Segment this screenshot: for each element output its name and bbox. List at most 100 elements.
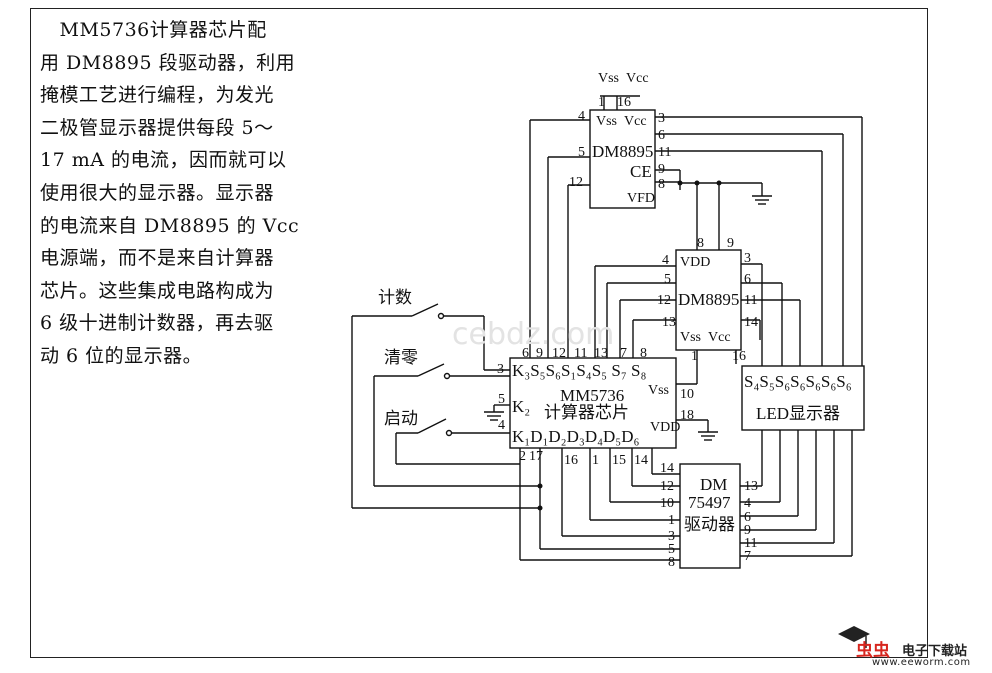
switch-count-label: 计数: [378, 288, 412, 307]
description-line: 动 6 位的显示器。: [40, 344, 203, 367]
pin-label: 5: [578, 145, 585, 160]
description-line: 6 级十进制计数器，再去驱: [40, 312, 274, 335]
vcc-label: Vcc: [624, 114, 647, 129]
watermark-brand: 虫虫: [856, 641, 890, 661]
dm8895-top-name: DM8895: [592, 142, 653, 161]
dm75497-subtitle: 驱动器: [684, 515, 735, 534]
pin-label: 13: [662, 315, 676, 330]
dm8895-mid-name: DM8895: [678, 290, 739, 309]
mm5736-chip: [509, 357, 677, 449]
junction-dots: [537, 180, 722, 511]
pin-label: 4: [662, 253, 669, 268]
mm5736-top-row: K₃S₅S₆S₁S₄S₅ S₇ S₈: [512, 361, 646, 380]
description-line: 二极管显示器提供每段 5～: [40, 116, 274, 139]
pin-label: 12: [569, 175, 583, 190]
mm5736-name: MM5736: [560, 386, 624, 405]
led-segments-label: S₄S₅S₆S₆S₆S₆S₆: [744, 372, 852, 391]
description-line: 芯片。这些集成电路构成为: [40, 279, 275, 302]
pin-label: 16: [617, 95, 631, 110]
pin-label: 10: [680, 387, 694, 402]
pin-label: 5: [498, 392, 505, 407]
description-line: 用 DM8895 段驱动器，利用: [40, 51, 296, 74]
pin-label: 15: [612, 453, 626, 468]
pin-label: 11: [658, 145, 671, 160]
vdd-label: VDD: [680, 255, 710, 270]
pin-label: 14: [660, 461, 674, 476]
pin-label: 12: [657, 293, 671, 308]
pin-label: 13: [594, 346, 608, 361]
pin-label: 5: [664, 272, 671, 287]
pin-label: 6: [658, 128, 665, 143]
watermark-url: www.eeworm.com: [872, 657, 971, 668]
dm8895-top-chip: [589, 109, 656, 209]
pin-label: 7: [620, 346, 627, 361]
description-line: 使用很大的显示器。显示器: [40, 181, 275, 204]
pin-label: 6: [744, 272, 751, 287]
pin-label: 11: [574, 346, 587, 361]
vss-label: Vss: [596, 114, 617, 129]
diagram-frame: [30, 8, 928, 658]
pin-label: 9: [744, 523, 751, 538]
vcc-label: Vcc: [708, 330, 731, 345]
pin-label: 4: [578, 109, 585, 124]
pin-label: 7: [744, 549, 751, 564]
pin-label: 6: [522, 346, 529, 361]
pin-label: 9: [658, 162, 665, 177]
pin-label: 12: [552, 346, 566, 361]
pin-label: 3: [668, 529, 675, 544]
led-display-name: LED显示器: [756, 404, 840, 423]
pin-label: 16: [564, 453, 578, 468]
pin-label: 1: [598, 95, 605, 110]
pin-label: 9: [727, 236, 734, 251]
switch-start-label: 启动: [384, 409, 418, 428]
description-line: MM5736计算器芯片配: [40, 19, 267, 41]
pin-label: 8: [640, 346, 647, 361]
vss-label: Vss: [680, 330, 701, 345]
pin-label: 6: [744, 510, 751, 525]
pin-label: 1: [592, 453, 599, 468]
pin-label: 9: [536, 346, 543, 361]
pin-label: 14: [744, 315, 758, 330]
description-line: 17 mA 的电流，因而就可以: [40, 149, 287, 172]
pin-label: 18: [680, 408, 694, 423]
description-line: 的电流来自 DM8895 的 Vcc: [40, 214, 300, 237]
dm75497-name: DM: [700, 475, 727, 494]
mm5736-subtitle: 计算器芯片: [544, 403, 629, 422]
pin-label: 17: [529, 449, 543, 464]
pin-label: 11: [744, 536, 757, 551]
dm75497-number: 75497: [688, 493, 731, 512]
mm5736-bottom-row: K₁D₁D₂D₃D₄D₅D₆: [512, 427, 639, 446]
description-text: MM5736计算器芯片配 用 DM8895 段驱动器，利用 掩模工艺进行编程，为…: [40, 14, 302, 373]
pin-label: 4: [744, 496, 751, 511]
graduation-cap-icon: [838, 626, 870, 648]
pin-label: 14: [634, 453, 648, 468]
pin-label: 12: [660, 479, 674, 494]
pin-label: 2: [519, 449, 526, 464]
pin-label: 1: [691, 349, 698, 364]
pin-label: 8: [668, 555, 675, 570]
pin-label: 8: [658, 177, 665, 192]
center-watermark: cebdz.com: [452, 317, 614, 352]
vss-label: Vss: [648, 383, 669, 398]
pin-label: 8: [697, 236, 704, 251]
description-line: 电源端，而不是来自计算器: [40, 247, 275, 270]
description-line: 掩模工艺进行编程，为发光: [40, 84, 275, 107]
pin-label: 4: [498, 418, 505, 433]
pin-label: 5: [668, 542, 675, 557]
k2-label: K₂: [512, 397, 530, 416]
pin-label: 3: [658, 111, 665, 126]
pin-label: 10: [660, 496, 674, 511]
ce-label: CE: [630, 162, 652, 181]
pin-label: 13: [744, 479, 758, 494]
vdd-label: VDD: [650, 420, 680, 435]
supply-vcc-label: Vcc: [626, 71, 649, 86]
pin-label: 11: [744, 293, 757, 308]
pin-label: 16: [732, 349, 746, 364]
pin-label: 1: [668, 513, 675, 528]
watermark-title: 电子下载站: [902, 644, 968, 659]
pin-label: 3: [497, 362, 504, 377]
switch-clear-label: 清零: [384, 348, 418, 367]
vfd-label: VFD: [627, 191, 655, 206]
pin-label: 3: [744, 251, 751, 266]
